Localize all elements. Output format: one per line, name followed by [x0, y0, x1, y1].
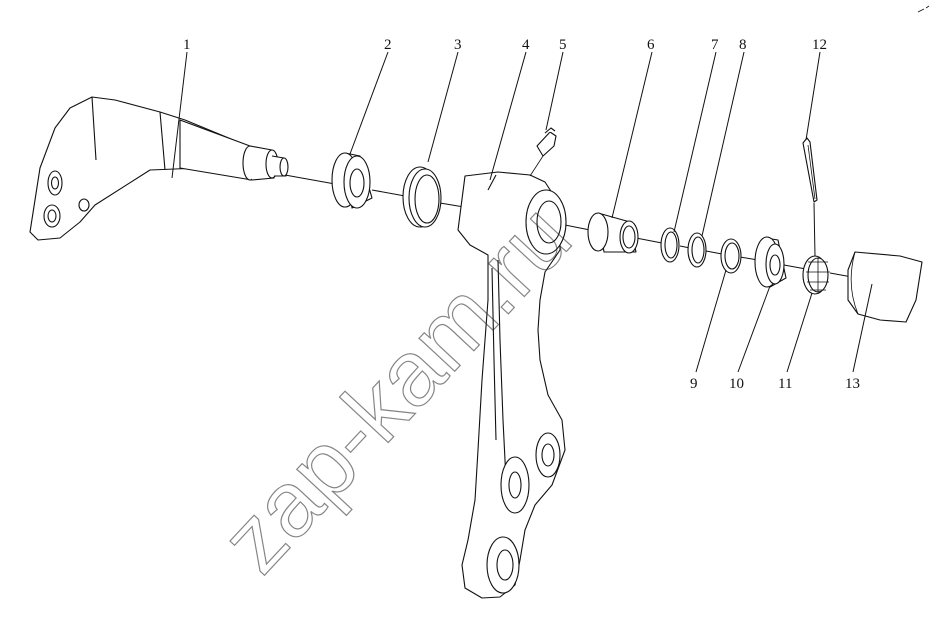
label-4: 4	[522, 37, 530, 53]
label-8: 8	[739, 37, 747, 53]
label-13: 13	[845, 376, 860, 392]
part-2-bushing	[331, 152, 373, 209]
part-labels: 1 2 3 4 5 6 7 8 12 9 10 11 13	[183, 37, 860, 392]
label-1: 1	[183, 37, 191, 53]
part-6-sleeve	[587, 212, 639, 254]
corner-mark	[917, 5, 930, 13]
part-1-bracket-shaft	[29, 96, 289, 241]
label-6: 6	[647, 37, 655, 53]
part-3-seal-ring	[402, 166, 442, 228]
label-9: 9	[690, 376, 698, 392]
part-9-snap-ring	[720, 238, 742, 274]
part-4-lever-arm	[457, 171, 567, 599]
label-11: 11	[778, 376, 792, 392]
label-7: 7	[711, 37, 719, 53]
part-5-grease-nipple	[529, 127, 557, 177]
part-8-ring	[687, 232, 707, 268]
leader-lines	[171, 51, 873, 373]
label-5: 5	[559, 37, 567, 53]
part-13-cap	[847, 251, 923, 323]
part-7-ring	[660, 227, 680, 263]
label-10: 10	[729, 376, 744, 392]
label-12: 12	[812, 37, 827, 53]
part-12-cotter-pin	[802, 137, 818, 257]
part-10-washer	[754, 236, 787, 288]
part-11-castle-nut	[802, 255, 830, 295]
label-3: 3	[454, 37, 462, 53]
label-2: 2	[384, 37, 392, 53]
